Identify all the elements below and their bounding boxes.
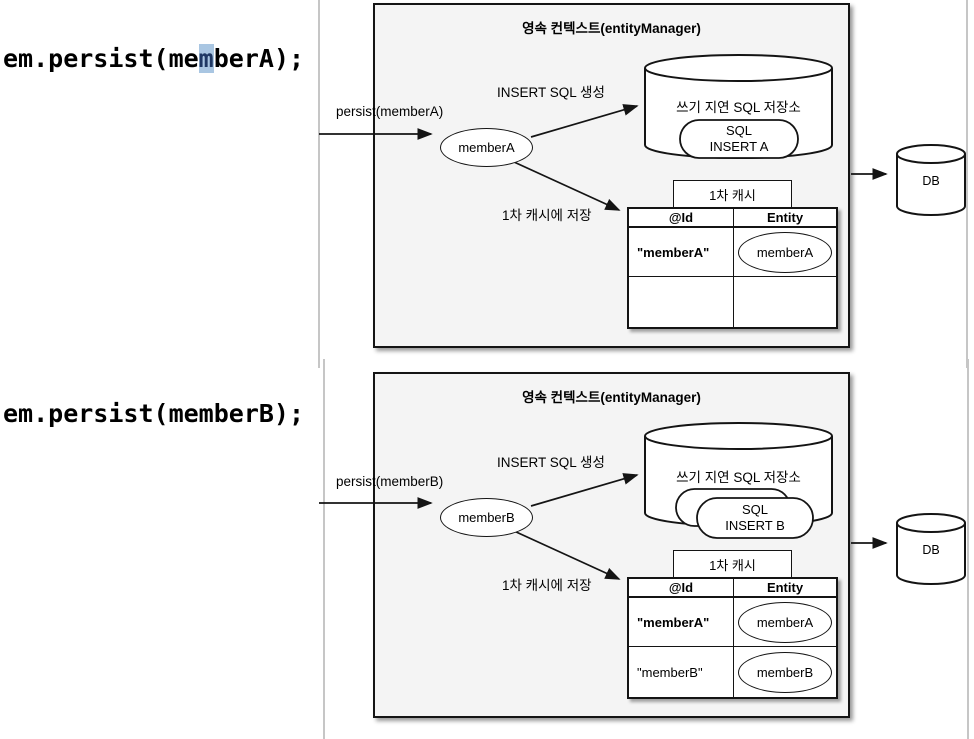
cache-title: 1차 캐시: [709, 187, 756, 203]
slide-edge-right-top: [966, 0, 968, 368]
db-label: DB: [922, 174, 940, 188]
entity-ellipse-small: memberB: [738, 651, 832, 693]
diagram-shapes: [319, 54, 966, 216]
first-level-cache-table: @Id Entity "memberA" memberA: [627, 207, 838, 329]
insert-sql-arrow: [530, 473, 639, 507]
sql-item-text: SQL INSERT A: [680, 120, 798, 158]
header-id: @Id: [629, 209, 734, 226]
code-text: berA);: [213, 44, 305, 73]
cell-id: "memberB": [629, 647, 734, 697]
table-header-row: @Id Entity: [629, 579, 836, 598]
cache-save-arrow: [513, 161, 621, 211]
cell-entity: memberA: [734, 228, 836, 276]
diagram-persist-memberB: 영속 컨텍스트(entityManager) persist(memberB) …: [0, 368, 974, 739]
db-cylinder-top: [896, 513, 966, 533]
sql-item-line2: INSERT B: [725, 518, 785, 533]
cell-entity: memberB: [734, 647, 836, 697]
cache-save-label: 1차 캐시에 저장: [502, 578, 592, 593]
code-highlighted-char: m: [198, 44, 214, 73]
insert-sql-label: INSERT SQL 생성: [497, 85, 605, 100]
first-level-cache-title-box: 1차 캐시: [673, 180, 792, 208]
sql-store-title: 쓰기 지연 SQL 저장소: [676, 470, 801, 485]
code-text: em.persist(memberB);: [3, 399, 305, 428]
persist-call-label: persist(memberB): [336, 474, 444, 489]
sql-item-line2: INSERT A: [709, 139, 769, 154]
sql-item-shape: [696, 497, 814, 539]
sql-item-text: SQL INSERT B: [697, 498, 813, 538]
table-row: "memberA" memberA: [629, 228, 836, 276]
cell-entity: memberA: [734, 598, 836, 646]
cell-id: "memberA": [629, 228, 734, 276]
code-statement-persist-memberA: em.persist(memberA);: [3, 44, 304, 73]
header-entity: Entity: [766, 210, 804, 225]
cell-entity: [734, 277, 836, 327]
persist-call-label: persist(memberA): [336, 104, 444, 119]
first-level-cache-title-box: 1차 캐시: [673, 550, 792, 578]
sql-store-cylinder-top: [644, 54, 833, 82]
cache-save-arrow: [513, 530, 621, 580]
db-cylinder: [896, 523, 966, 585]
persistence-context-title: 영속 컨텍스트(entityManager): [522, 21, 701, 36]
insert-sql-label: INSERT SQL 생성: [497, 455, 605, 470]
entity-name: memberA: [458, 140, 515, 155]
sql-item-line1: SQL: [725, 122, 752, 138]
diagram-shapes: [319, 422, 966, 585]
db-label: DB: [922, 543, 940, 557]
sql-store-cylinder-top: [644, 422, 833, 450]
cache-title: 1차 캐시: [709, 557, 756, 573]
code-text: em.persist(me: [3, 44, 199, 73]
entity-ellipse-small: memberA: [738, 601, 832, 643]
db-cylinder-top: [896, 144, 966, 164]
table-row: "memberB" memberB: [629, 646, 836, 697]
insert-sql-arrow: [530, 104, 639, 138]
table-row: "memberA" memberA: [629, 598, 836, 646]
db-cylinder: [896, 154, 966, 216]
first-level-cache-table: @Id Entity "memberA" memberA "memberB" m…: [627, 577, 838, 699]
header-entity: Entity: [766, 580, 804, 595]
table-row: [629, 276, 836, 327]
entity-name: memberB: [458, 510, 515, 525]
cell-id: "memberA": [629, 598, 734, 646]
slide-edge-left-bottom: [323, 359, 325, 739]
entity-ellipse: memberB: [440, 498, 533, 537]
entity-ellipse: memberA: [440, 128, 533, 167]
cell-id: [629, 277, 734, 327]
slide-edge-right-bottom: [967, 359, 969, 739]
sql-item-line1: SQL: [741, 501, 768, 517]
diagram-persist-memberA: 영속 컨텍스트(entityManager) persist(memberA) …: [0, 0, 974, 368]
code-statement-persist-memberB: em.persist(memberB);: [3, 399, 304, 428]
slide-edge-left-top: [318, 0, 320, 368]
sql-store-title: 쓰기 지연 SQL 저장소: [676, 100, 801, 115]
cache-save-label: 1차 캐시에 저장: [502, 208, 592, 223]
persistence-context-title: 영속 컨텍스트(entityManager): [522, 390, 701, 405]
table-header-row: @Id Entity: [629, 209, 836, 228]
entity-ellipse-small: memberA: [738, 231, 832, 273]
sql-item-shape: [679, 119, 799, 159]
header-id: @Id: [629, 579, 734, 596]
